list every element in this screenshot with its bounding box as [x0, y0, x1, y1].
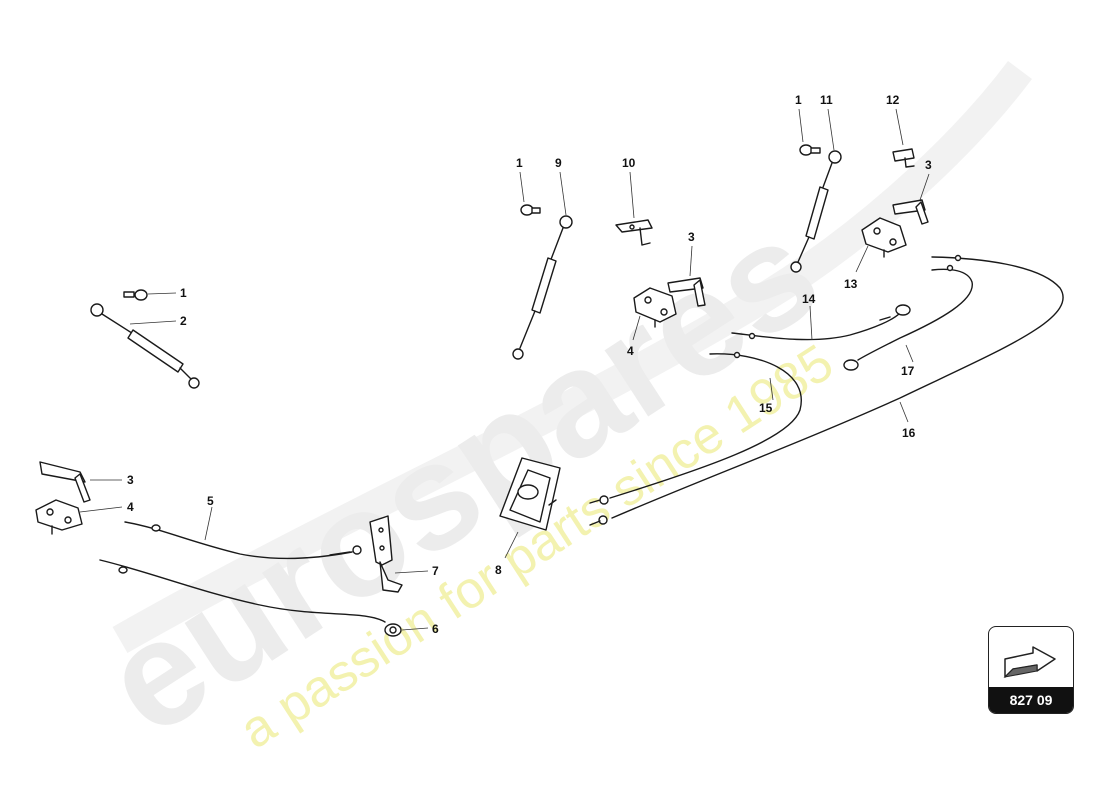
- bracket-part-10: [615, 219, 653, 246]
- cable-part-17: [843, 264, 973, 371]
- callout-1-a: 1: [180, 286, 187, 300]
- bolt-part-1-right: [799, 144, 821, 156]
- watermark-brand: eurospares: [76, 185, 846, 766]
- callout-3-b: 3: [925, 158, 932, 172]
- gas-strut-part-2: [90, 303, 200, 389]
- gas-strut-part-11: [790, 150, 842, 273]
- callout-13: 13: [844, 277, 858, 291]
- bracket-part-3-left: [39, 461, 91, 503]
- callout-1-b: 1: [516, 156, 523, 170]
- callout-17: 17: [901, 364, 915, 378]
- latch-part-13: [861, 217, 907, 258]
- pad-part-8: [499, 457, 561, 531]
- callout-4-a: 4: [627, 344, 634, 358]
- callout-3-a: 3: [688, 230, 695, 244]
- watermark-swoosh: [112, 60, 1032, 654]
- arrow-icon: [1003, 646, 1056, 678]
- callout-6: 6: [432, 622, 439, 636]
- bolt-part-1-center: [520, 204, 541, 216]
- cable-part-6: [99, 559, 402, 637]
- bracket-part-3-right: [892, 199, 929, 225]
- callout-3-c: 3: [127, 473, 134, 487]
- callout-9: 9: [555, 156, 562, 170]
- callout-10: 10: [622, 156, 636, 170]
- hook-part-7: [369, 515, 403, 593]
- watermark: eurospares a passion for parts since 198…: [76, 60, 1032, 767]
- callout-11: 11: [820, 93, 833, 107]
- callout-12: 12: [886, 93, 900, 107]
- callout-4-b: 4: [127, 500, 134, 514]
- bracket-part-3-center: [667, 277, 706, 307]
- latch-part-4-left: [35, 499, 83, 535]
- cable-part-16: [589, 254, 1064, 526]
- latch-part-4-center: [633, 287, 677, 328]
- callout-16: 16: [902, 426, 916, 440]
- callout-8: 8: [495, 563, 502, 577]
- cable-part-15: [589, 351, 802, 505]
- diagram-navigation-badge[interactable]: 827 09: [988, 626, 1074, 714]
- bracket-part-12: [892, 148, 915, 168]
- diagram-code: 827 09: [989, 687, 1073, 713]
- cable-part-5: [124, 521, 362, 560]
- callout-14: 14: [802, 292, 816, 306]
- cable-part-14: [731, 304, 911, 341]
- callout-1-c: 1: [795, 93, 802, 107]
- bolt-part-1-left: [123, 289, 148, 301]
- callout-2: 2: [180, 314, 187, 328]
- callout-7: 7: [432, 564, 439, 578]
- callout-15: 15: [759, 401, 773, 415]
- callout-5: 5: [207, 494, 214, 508]
- gas-strut-part-9: [512, 215, 573, 360]
